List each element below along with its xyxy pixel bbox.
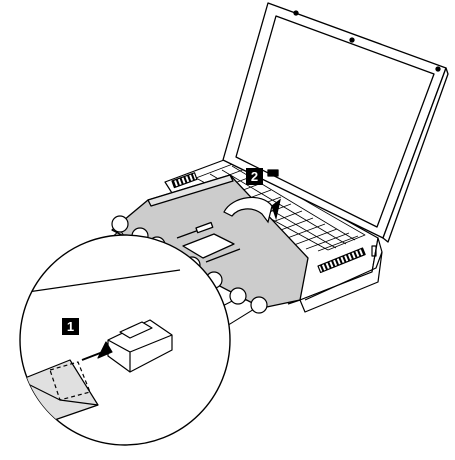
latch-callout-circle	[229, 287, 247, 305]
step-label-1: 1	[62, 318, 79, 335]
latch-callout-circle	[250, 296, 268, 314]
zoom-detail	[19, 234, 231, 446]
laptop-lid	[222, 2, 449, 243]
step-label-2: 2	[246, 168, 263, 185]
latch-callout-circle	[111, 215, 129, 233]
lift-arrow	[223, 196, 281, 224]
